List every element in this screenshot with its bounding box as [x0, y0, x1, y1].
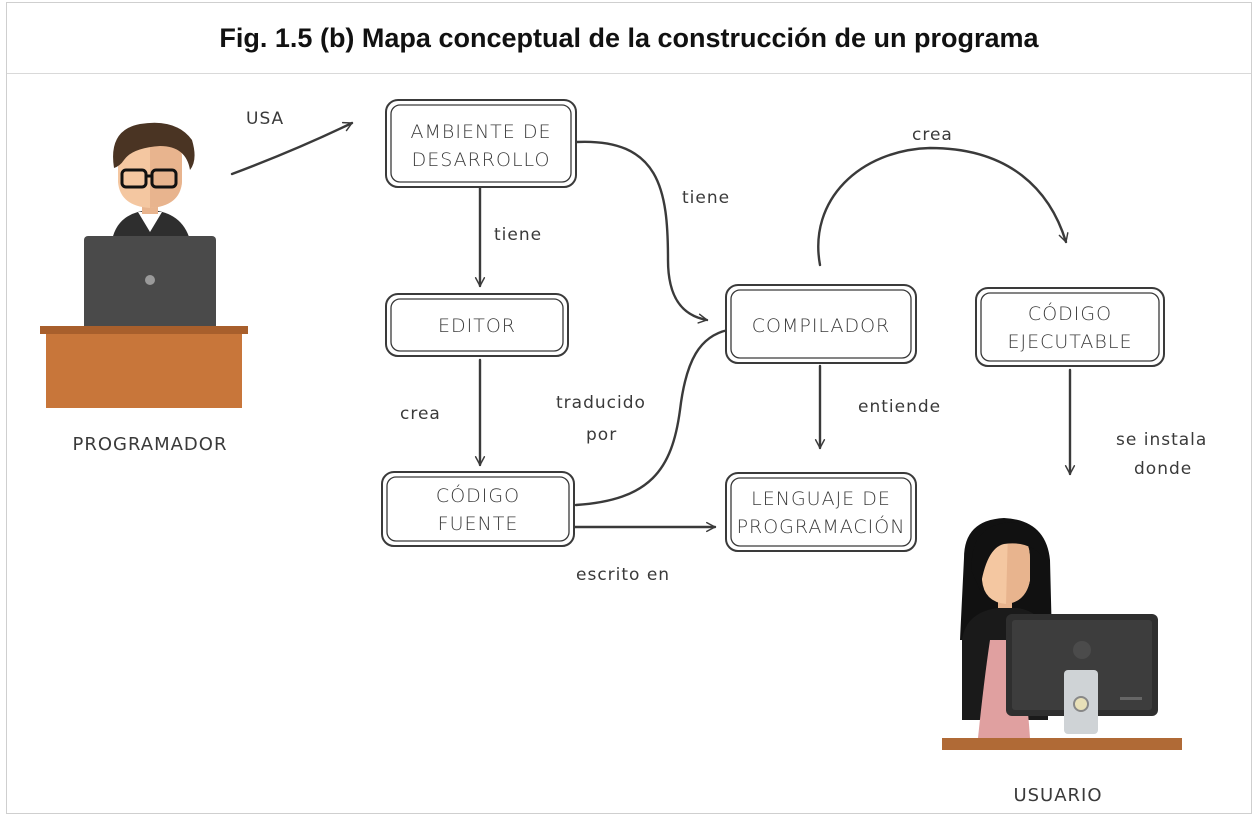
label-crea-codigo: crea — [400, 404, 441, 424]
node-editor-line1: EDITOR — [438, 315, 516, 337]
node-lenguaje-line2: PROGRAMACIÓN — [737, 514, 906, 538]
figure-frame: Fig. 1.5 (b) Mapa conceptual de la const… — [6, 2, 1252, 814]
node-codigo-fuente-line1: CÓDIGO — [436, 483, 520, 507]
node-codigo-fuente: CÓDIGO FUENTE — [381, 471, 575, 547]
label-traducido: traducido — [556, 393, 646, 413]
desk-icon — [40, 326, 248, 408]
edges — [230, 121, 1076, 533]
edge-ambiente-compilador — [574, 140, 709, 324]
glasses-icon — [120, 168, 178, 189]
node-codigo-ejecutable-line2: EJECUTABLE — [1008, 331, 1133, 353]
node-ambiente-line2: DESARROLLO — [412, 149, 551, 171]
label-usa: USA — [246, 109, 284, 129]
user-hair-front — [971, 522, 1046, 590]
title-bar: Fig. 1.5 (b) Mapa conceptual de la const… — [7, 3, 1251, 74]
monitor-icon — [1006, 614, 1158, 734]
user-label: USUARIO — [1013, 785, 1102, 806]
programmer-collar — [138, 212, 162, 232]
node-ambiente: AMBIENTE DE DESARROLLO — [385, 99, 577, 188]
node-ambiente-line1: AMBIENTE DE — [411, 121, 552, 143]
label-entiende: entiende — [858, 397, 941, 417]
node-editor: EDITOR — [385, 293, 569, 357]
label-tiene-compilador: tiene — [682, 188, 730, 208]
user-illustration: USUARIO — [942, 518, 1182, 806]
node-compilador: COMPILADOR — [725, 284, 917, 364]
edge-codigo-compilador — [574, 328, 730, 507]
label-traducido-por: por — [586, 425, 617, 445]
programmer-label: PROGRAMADOR — [73, 434, 228, 455]
user-desk — [942, 738, 1182, 750]
edge-usa — [230, 121, 354, 176]
label-se-instala: se instala — [1116, 430, 1207, 450]
label-crea-ejecutable: crea — [912, 125, 953, 145]
node-lenguaje: LENGUAJE DE PROGRAMACIÓN — [725, 472, 917, 552]
node-compilador-line1: COMPILADOR — [752, 315, 890, 337]
node-codigo-ejecutable: CÓDIGO EJECUTABLE — [975, 287, 1165, 367]
node-codigo-fuente-line2: FUENTE — [438, 513, 519, 535]
label-donde: donde — [1134, 459, 1192, 479]
user-face-shadow — [1006, 530, 1030, 604]
figure-title: Fig. 1.5 (b) Mapa conceptual de la const… — [219, 22, 1039, 53]
node-codigo-ejecutable-line1: CÓDIGO — [1028, 301, 1112, 325]
laptop-icon — [84, 236, 216, 330]
programmer-illustration: PROGRAMADOR — [40, 122, 248, 455]
label-tiene-editor: tiene — [494, 225, 542, 245]
programmer-hair — [113, 122, 195, 170]
edge-compilador-ejecutable — [817, 146, 1069, 267]
node-lenguaje-line1: LENGUAJE DE — [751, 488, 891, 510]
label-escrito-en: escrito en — [576, 565, 670, 585]
